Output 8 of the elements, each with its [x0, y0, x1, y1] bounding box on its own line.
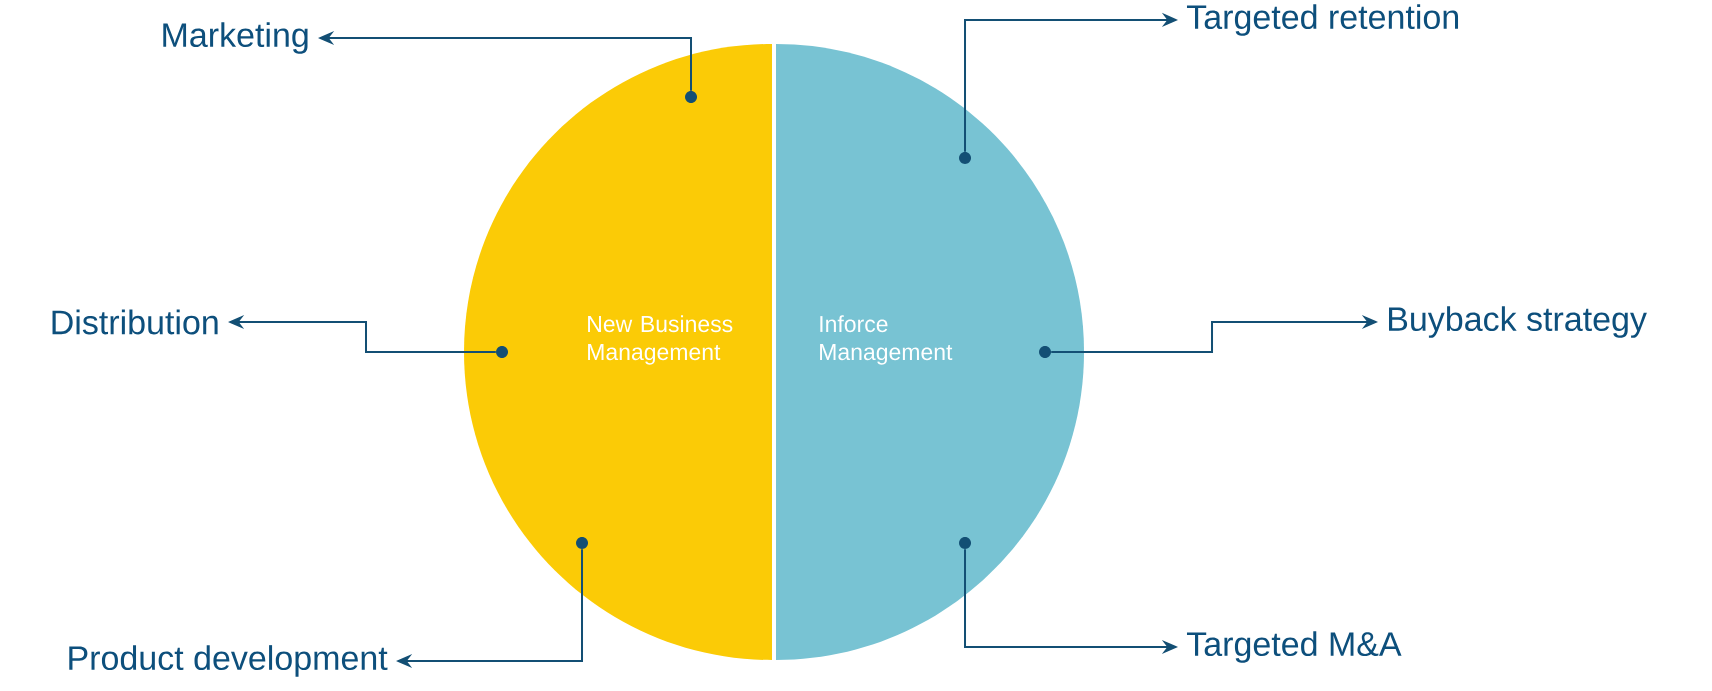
label: Distribution: [52, 309, 218, 335]
label: Targeted retention: [1187, 4, 1458, 36]
semicircle: Inforce Management: [776, 44, 1084, 660]
label: Product development: [69, 645, 388, 677]
label: Marketing: [163, 22, 308, 54]
semicircle: New Business Management: [464, 44, 772, 660]
label: Buyback strategy: [1389, 306, 1647, 338]
label: Targeted M&A: [1187, 631, 1402, 663]
